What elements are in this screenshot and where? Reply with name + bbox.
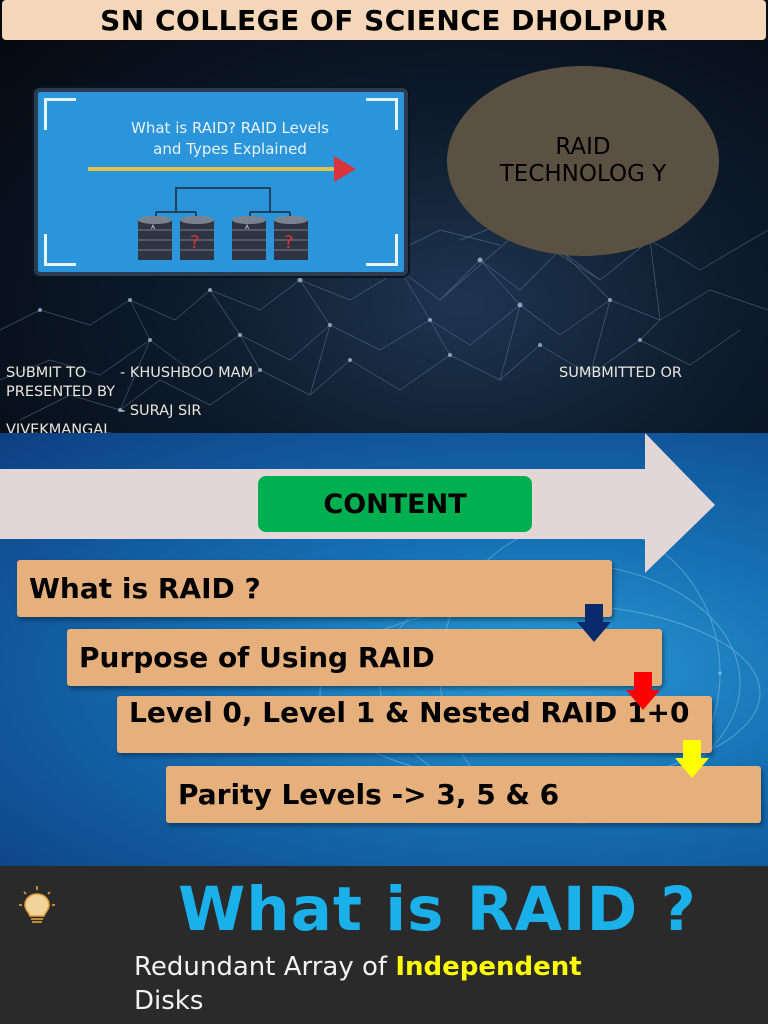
title-slide: SN COLLEGE OF SCIENCE DHOLPUR What is RA…	[0, 0, 768, 433]
content-slide: CONTENT What is RAID ? Purpose of Using …	[0, 433, 768, 866]
disk-stack-icon: A	[138, 216, 172, 260]
lightbulb-icon	[19, 886, 55, 923]
content-heading: CONTENT	[258, 476, 532, 532]
definition-highlight: Independent	[395, 952, 582, 982]
definition-text-end: Disks	[134, 986, 204, 1016]
down-arrow-fill	[675, 740, 709, 778]
slide-title: What is RAID ?	[178, 874, 697, 945]
content-item-what-is-raid: What is RAID ?	[17, 560, 612, 617]
svg-text:A: A	[151, 224, 156, 231]
down-arrow-fill	[577, 604, 611, 642]
svg-text:?: ?	[284, 232, 294, 253]
failed-disk-icon: ?	[180, 216, 214, 260]
thumbnail-caption-line2: and Types Explained	[153, 140, 307, 158]
disk-array-illustration: A ? A	[88, 156, 356, 260]
frame-corner	[44, 98, 76, 130]
definition-text: Redundant Array of	[134, 952, 396, 982]
content-item-parity: Parity Levels -> 3, 5 & 6	[166, 766, 761, 823]
down-arrow-icon	[675, 740, 709, 778]
frame-corner	[366, 98, 398, 130]
what-is-raid-slide: What is RAID ? Redundant Array of Indepe…	[0, 866, 768, 1024]
frame-corner	[44, 234, 76, 266]
college-title: SN COLLEGE OF SCIENCE DHOLPUR	[2, 0, 766, 40]
presenter-name: VIVEKMANGAL	[6, 422, 112, 433]
presented-by-label: PRESENTED BY	[6, 384, 115, 400]
svg-text:A: A	[245, 224, 250, 231]
second-name: - SURAJ SIR	[120, 403, 202, 419]
red-arrow-head	[334, 156, 356, 182]
content-item-purpose: Purpose of Using RAID	[67, 629, 662, 686]
svg-text:?: ?	[190, 232, 200, 253]
raid-definition: Redundant Array of Independent Disks	[134, 950, 654, 1018]
down-arrow-fill	[626, 672, 660, 710]
raid-thumbnail: What is RAID? RAID Levels and Types Expl…	[34, 88, 408, 276]
raid-technology-oval: RAID TECHNOLOG Y	[447, 66, 719, 256]
submit-to-name: - KHUSHBOO MAM	[120, 365, 254, 381]
content-item-levels: Level 0, Level 1 & Nested RAID 1+0	[117, 696, 712, 753]
thumbnail-caption-line1: What is RAID? RAID Levels	[131, 119, 329, 137]
thumbnail-caption: What is RAID? RAID Levels and Types Expl…	[38, 118, 404, 160]
down-arrow-icon	[577, 604, 611, 642]
frame-corner	[366, 234, 398, 266]
submit-to-label: SUBMIT TO	[6, 365, 87, 381]
down-arrow-icon	[626, 672, 660, 710]
submitted-or-label: SUMBMITTED OR	[559, 365, 682, 381]
failed-disk-icon: ?	[274, 216, 308, 260]
disk-stack-icon: A	[232, 216, 266, 260]
